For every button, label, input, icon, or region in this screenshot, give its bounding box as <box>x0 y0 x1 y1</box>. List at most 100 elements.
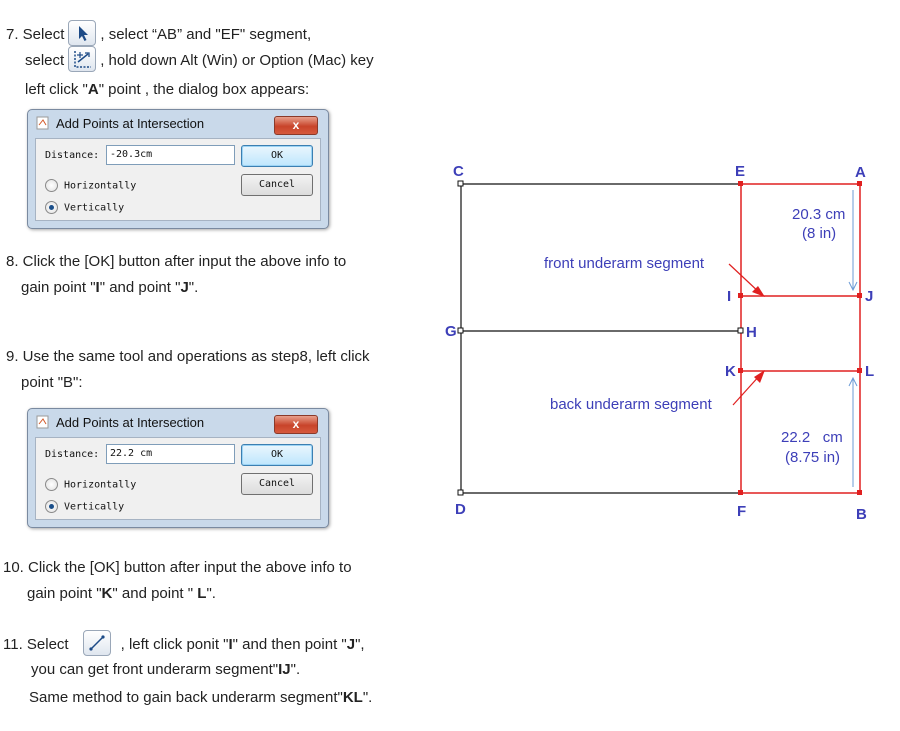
distance-label: Distance: <box>45 449 100 460</box>
point-d-marker <box>457 489 464 496</box>
radio-vertically-label: Vertically <box>64 202 125 214</box>
point-l-marker <box>857 368 862 373</box>
step8-point-j: J <box>180 279 189 296</box>
radio-circle[interactable] <box>45 179 58 192</box>
step11-comma-text: ", <box>355 635 365 653</box>
top-measure-in: (8 in) <box>802 225 836 242</box>
step7-line3: left click "A" point , the dialog box ap… <box>25 80 309 100</box>
step11-leftclick-text: , left click ponit " <box>120 635 229 653</box>
front-pointer-head <box>752 286 765 297</box>
line-segment-icon[interactable] <box>82 630 111 656</box>
distance-label: Distance: <box>45 150 100 161</box>
step11-front-text: you can get front underarm segment" <box>31 661 279 678</box>
radio-horizontally[interactable]: Horizontally <box>45 179 136 192</box>
radio-circle[interactable] <box>45 478 58 491</box>
step10-gain-text: gain point " <box>27 585 102 602</box>
radio-circle-checked[interactable] <box>45 201 58 214</box>
arrow-cursor-icon[interactable] <box>68 20 97 46</box>
point-label-i: I <box>727 288 731 305</box>
step11-back-text: Same method to gain back underarm segmen… <box>29 689 343 706</box>
step11-front-end: ". <box>290 661 301 678</box>
point-markers <box>457 180 862 496</box>
back-underarm-label: back underarm segment <box>550 396 713 413</box>
step11-select-text: 11. Select <box>3 635 69 653</box>
intersection-points-icon[interactable] <box>68 46 97 72</box>
radio-circle-checked[interactable] <box>45 500 58 513</box>
point-a-marker <box>857 181 862 186</box>
ok-button[interactable]: OK <box>241 444 313 466</box>
black-outline <box>460 183 741 494</box>
point-label-b: B <box>856 506 867 523</box>
step7-select-segments-text: , select “AB” and "EF" segment, <box>100 25 312 43</box>
step11-point-i: I <box>228 635 233 653</box>
step8-line1: 8. Click the [OK] button after input the… <box>6 253 347 270</box>
radio-horizontally-label: Horizontally <box>64 479 137 491</box>
segment-pointers <box>728 263 765 406</box>
step7-dialog-appears-text: " point , the dialog box appears: <box>98 81 310 98</box>
step8-end-text: ". <box>188 279 199 296</box>
app-icon <box>36 415 49 429</box>
point-c-marker <box>457 180 464 187</box>
point-label-c: C <box>453 163 464 180</box>
point-label-f: F <box>737 503 746 520</box>
dialog-body: Distance: -20.3cm OK Cancel Horizontally… <box>35 138 321 221</box>
step7-line1: 7. Select , select “AB” and "EF" segment, <box>6 20 312 48</box>
point-g-marker <box>457 327 464 334</box>
radio-vertically[interactable]: Vertically <box>45 201 124 214</box>
distance-input[interactable]: 22.2 cm <box>106 444 235 464</box>
step11-then-text: " and then point " <box>232 635 347 653</box>
radio-horizontally[interactable]: Horizontally <box>45 478 136 491</box>
point-i-marker <box>738 293 743 298</box>
add-points-dialog-1: Add Points at Intersection x Distance: -… <box>27 109 329 229</box>
red-outline <box>740 183 861 494</box>
step7-leftclick-text: left click " <box>25 81 88 98</box>
point-label-l: L <box>865 363 874 380</box>
step10-line1: 10. Click the [OK] button after input th… <box>3 559 352 576</box>
step11-back-end: ". <box>362 689 373 706</box>
top-measure-arrowhead <box>848 281 858 292</box>
app-icon <box>36 116 49 130</box>
step7-select-text: 7. Select <box>6 25 65 43</box>
point-label-j: J <box>865 288 873 305</box>
radio-horizontally-label: Horizontally <box>64 180 137 192</box>
bottom-measure-in: (8.75 in) <box>785 449 840 466</box>
point-j-marker <box>857 293 862 298</box>
step7-point-a: A <box>87 81 99 98</box>
point-f-marker <box>738 490 743 495</box>
step9-line2: point "B": <box>21 374 83 391</box>
front-underarm-label: front underarm segment <box>544 255 705 272</box>
point-label-h: H <box>746 324 757 341</box>
dialog-title: Add Points at Intersection <box>56 116 205 131</box>
ok-button[interactable]: OK <box>241 145 313 167</box>
cancel-button[interactable]: Cancel <box>241 174 313 196</box>
step11-line2: you can get front underarm segment"IJ". <box>31 660 300 680</box>
step11-segment-ij: IJ <box>278 661 291 678</box>
step7-hold-key-text: , hold down Alt (Win) or Option (Mac) ke… <box>100 51 374 69</box>
step8-gain-text: gain point " <box>21 279 96 296</box>
point-e-marker <box>738 181 743 186</box>
step11-point-j: J <box>346 635 356 653</box>
radio-vertically[interactable]: Vertically <box>45 500 124 513</box>
dialog-body: Distance: 22.2 cm OK Cancel Horizontally… <box>35 437 321 520</box>
cancel-button[interactable]: Cancel <box>241 473 313 495</box>
step10-and-text: " and point " <box>112 585 198 602</box>
dialog-title-bar: Add Points at Intersection x <box>36 114 320 135</box>
point-label-a: A <box>855 164 866 181</box>
point-h-marker <box>737 327 744 334</box>
step9-line1: 9. Use the same tool and operations as s… <box>6 348 370 365</box>
radio-vertically-label: Vertically <box>64 501 125 513</box>
step8-line2: gain point "I" and point "J". <box>21 278 198 298</box>
step10-end-text: ". <box>206 585 216 602</box>
add-points-dialog-2: Add Points at Intersection x Distance: 2… <box>27 408 329 528</box>
close-button[interactable]: x <box>274 116 318 135</box>
back-pointer-head <box>754 370 765 383</box>
point-k-marker <box>738 368 743 373</box>
step7-select2-text: select <box>25 51 65 69</box>
distance-input[interactable]: -20.3cm <box>106 145 235 165</box>
dialog-title: Add Points at Intersection <box>56 415 205 430</box>
close-button[interactable]: x <box>274 415 318 434</box>
bottom-measure-arrowhead <box>848 376 858 387</box>
step11-line1: 11. Select , left click ponit "I" and the… <box>3 630 365 658</box>
step11-segment-kl: KL <box>342 689 363 706</box>
